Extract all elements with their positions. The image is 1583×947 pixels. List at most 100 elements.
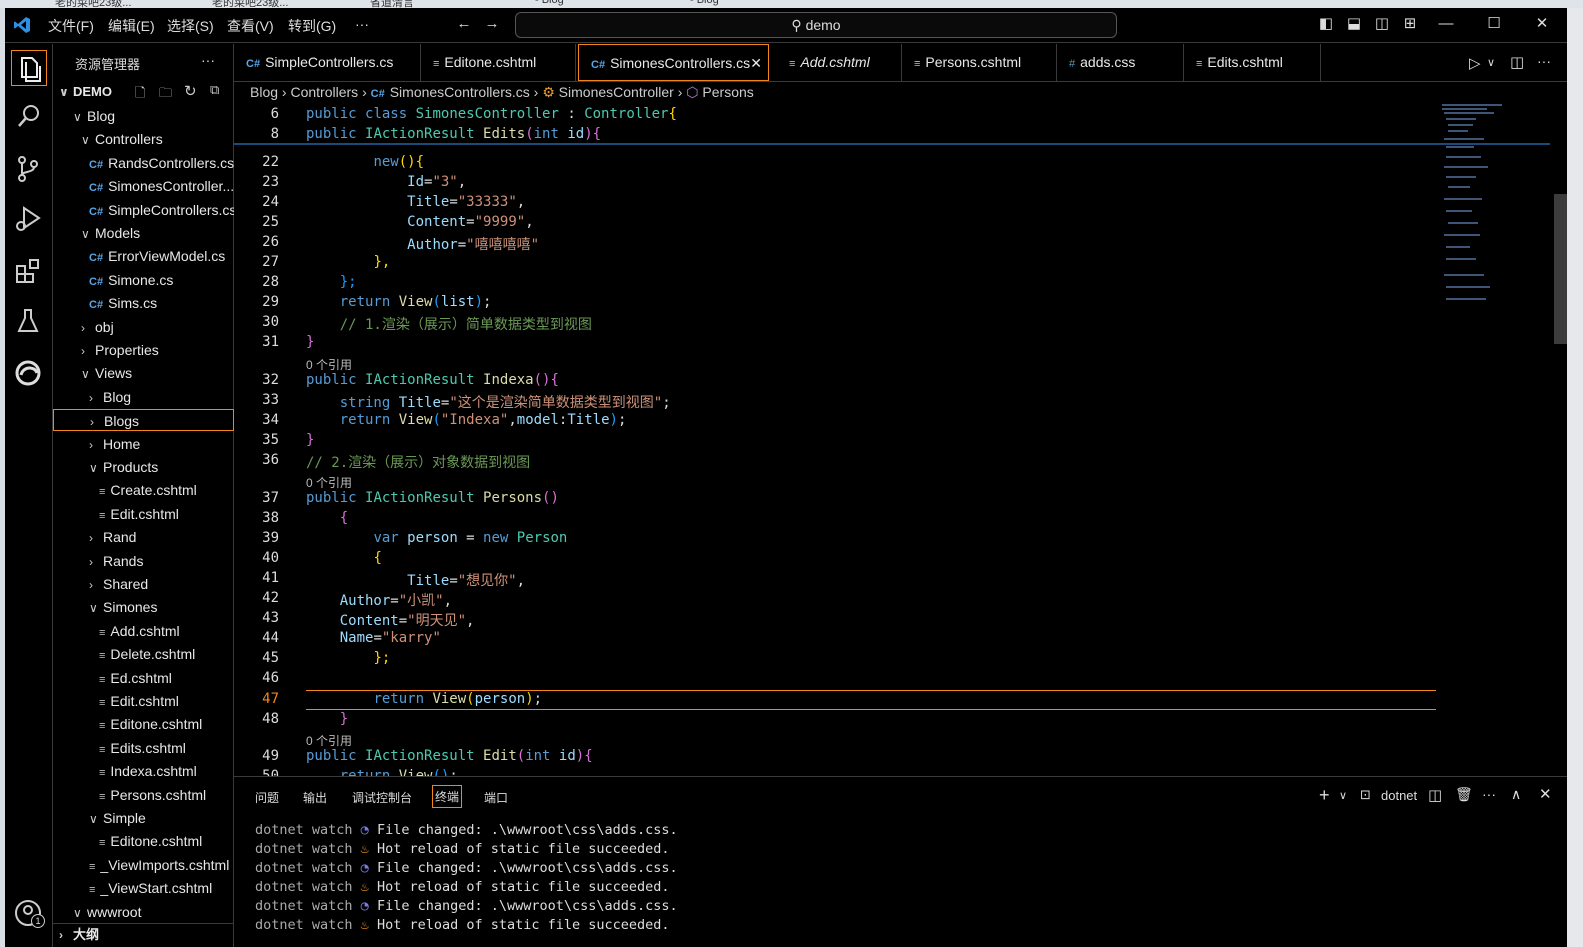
tab-persons[interactable]: ≡Persons.cshtml <box>902 44 1057 81</box>
tree-file[interactable]: C#SimpleControllers.cs <box>53 199 234 221</box>
new-file-icon[interactable]: 🗋 <box>135 85 146 100</box>
editor-scrollbar-thumb[interactable] <box>1554 194 1567 344</box>
panel-tab-output[interactable]: 输出 <box>303 791 328 805</box>
browser-tab[interactable]: - Blog <box>690 0 719 6</box>
close-panel-icon[interactable]: ✕ <box>1539 786 1552 803</box>
outline-section[interactable]: ›大纲 <box>53 923 234 945</box>
menu-view[interactable]: 查看(V) <box>227 18 274 34</box>
panel-tab-debug-console[interactable]: 调试控制台 <box>352 791 413 805</box>
breadcrumb-item[interactable]: SimonesController <box>558 84 674 100</box>
tree-file[interactable]: ≡Edit.cshtml <box>53 690 234 712</box>
code-lens-references[interactable]: 0 个引用 <box>306 358 353 372</box>
customize-layout-icon[interactable]: ⊞ <box>1403 15 1417 32</box>
tree-folder[interactable]: ∨Controllers <box>53 128 234 150</box>
tree-file[interactable]: C#Sims.cs <box>53 292 234 314</box>
more-actions-icon[interactable]: ··· <box>1537 53 1551 69</box>
tree-file[interactable]: C#ErrorViewModel.cs <box>53 245 234 267</box>
tree-folder[interactable]: ›Shared <box>53 573 234 595</box>
browser-tab[interactable]: 老的菜吧23级... <box>212 0 289 8</box>
menu-more[interactable]: ··· <box>355 16 369 32</box>
panel-tab-terminal[interactable]: 终端 <box>432 785 463 808</box>
tree-folder[interactable]: ›Home <box>53 433 234 455</box>
breadcrumb-item[interactable]: Blog <box>250 84 279 100</box>
split-terminal-icon[interactable]: ◫ <box>1428 787 1443 804</box>
tree-file[interactable]: C#Simone.cs <box>53 269 234 291</box>
terminal-name[interactable]: dotnet <box>1381 788 1418 803</box>
code-lens-references[interactable]: 0 个引用 <box>306 734 353 748</box>
command-center-search[interactable]: ⚲ demo <box>515 12 1117 38</box>
tree-file[interactable]: ≡_ViewImports.cshtml <box>53 854 234 876</box>
maximize-panel-icon[interactable]: ∧ <box>1511 786 1522 802</box>
new-terminal-plus-icon[interactable]: + <box>1319 785 1330 805</box>
panel-tab-ports[interactable]: 端口 <box>484 791 509 805</box>
tree-file[interactable]: ≡Create.cshtml <box>53 479 234 501</box>
edge-browser-icon[interactable] <box>11 356 47 392</box>
tree-file[interactable]: ≡Delete.cshtml <box>53 643 234 665</box>
toggle-panel-icon[interactable]: ⬓ <box>1346 15 1362 32</box>
explorer-icon[interactable] <box>11 50 47 86</box>
browser-tab[interactable]: 老的菜吧23级... <box>55 0 132 8</box>
tree-folder[interactable]: ∨Models <box>53 222 234 244</box>
tab-editone[interactable]: ≡Editone.cshtml <box>421 44 576 81</box>
tree-file[interactable]: ≡Add.cshtml <box>53 620 234 642</box>
tree-folder[interactable]: ∨Blog <box>53 105 234 127</box>
tree-file[interactable]: ≡Edits.cshtml <box>53 737 234 759</box>
new-folder-icon[interactable]: 🗀 <box>159 85 173 100</box>
menu-file[interactable]: 文件(F) <box>48 18 94 34</box>
tree-file[interactable]: C#RandsControllers.cs <box>53 152 234 174</box>
chevron-down-icon[interactable]: ∨ <box>1339 790 1348 802</box>
tab-simonescontrollers[interactable]: C#SimonesControllers.cs✕ <box>578 44 769 81</box>
code-lens-references[interactable]: 0 个引用 <box>306 476 353 490</box>
tree-folder[interactable]: ∨Products <box>53 456 234 478</box>
tree-file[interactable]: ≡Editone.cshtml <box>53 830 234 852</box>
tab-adds-css[interactable]: #adds.css <box>1057 44 1184 81</box>
tab-edits[interactable]: ≡Edits.cshtml <box>1184 44 1321 81</box>
split-editor-icon[interactable]: ◫ <box>1510 54 1525 71</box>
accounts-icon[interactable]: 1 <box>11 896 47 932</box>
tree-folder[interactable]: ∨Simones <box>53 596 234 618</box>
menu-goto[interactable]: 转到(G) <box>288 18 337 34</box>
collapse-all-icon[interactable]: ⧉ <box>210 82 220 97</box>
run-debug-icon[interactable] <box>11 202 47 238</box>
tree-folder[interactable]: ›Blogs <box>53 409 234 432</box>
refresh-icon[interactable]: ↻ <box>184 83 197 100</box>
tree-file[interactable]: ≡Editone.cshtml <box>53 713 234 735</box>
trash-icon[interactable]: 🗑 <box>1455 786 1473 802</box>
chevron-down-icon[interactable]: ∨ <box>1487 57 1496 69</box>
tree-file[interactable]: C#SimonesController... <box>53 175 234 197</box>
tree-file[interactable]: ≡Ed.cshtml <box>53 667 234 689</box>
tab-simplecontrollers[interactable]: C#SimpleControllers.cs <box>234 44 421 81</box>
breadcrumb-item[interactable]: Controllers <box>290 84 359 100</box>
breadcrumb-item[interactable]: SimonesControllers.cs <box>389 84 530 100</box>
tree-folder[interactable]: ›Blog <box>53 386 234 408</box>
back-arrow-icon[interactable]: ← <box>456 15 472 32</box>
breadcrumb-item[interactable]: Persons <box>702 84 754 100</box>
more-actions-icon[interactable]: ··· <box>1482 786 1496 802</box>
tab-add[interactable]: ≡Add.cshtml <box>777 44 902 81</box>
run-icon[interactable]: ▷ <box>1469 55 1481 72</box>
tree-folder[interactable]: ›Properties <box>53 339 234 361</box>
minimize-icon[interactable]: — <box>1438 15 1454 32</box>
menu-selection[interactable]: 选择(S) <box>167 18 214 34</box>
testing-flask-icon[interactable] <box>11 304 47 340</box>
tree-file[interactable]: ≡Persons.cshtml <box>53 784 234 806</box>
browser-tab[interactable]: - Blog <box>535 0 564 6</box>
tree-file[interactable]: ≡_ViewStart.cshtml <box>53 877 234 899</box>
explorer-more-button[interactable]: ··· <box>201 52 215 68</box>
tree-folder[interactable]: ›Rands <box>53 550 234 572</box>
tree-folder[interactable]: ∨Views <box>53 362 234 384</box>
search-view-icon[interactable] <box>11 100 47 136</box>
browser-tab[interactable]: 省道清言 <box>370 0 414 8</box>
source-control-icon[interactable] <box>11 152 47 188</box>
tree-folder[interactable]: ∨wwwroot <box>53 901 234 923</box>
tree-folder[interactable]: ∨Simple <box>53 807 234 829</box>
tree-folder[interactable]: ›Rand <box>53 526 234 548</box>
tab-close-icon[interactable]: ✕ <box>750 55 762 71</box>
panel-tab-problems[interactable]: 问题 <box>255 791 280 805</box>
maximize-icon[interactable]: ☐ <box>1487 15 1501 32</box>
toggle-primary-sidebar-icon[interactable]: ◧ <box>1318 15 1334 32</box>
tree-file[interactable]: ≡Edit.cshtml <box>53 503 234 525</box>
close-window-icon[interactable]: ✕ <box>1535 15 1549 32</box>
extensions-icon[interactable] <box>11 254 47 290</box>
